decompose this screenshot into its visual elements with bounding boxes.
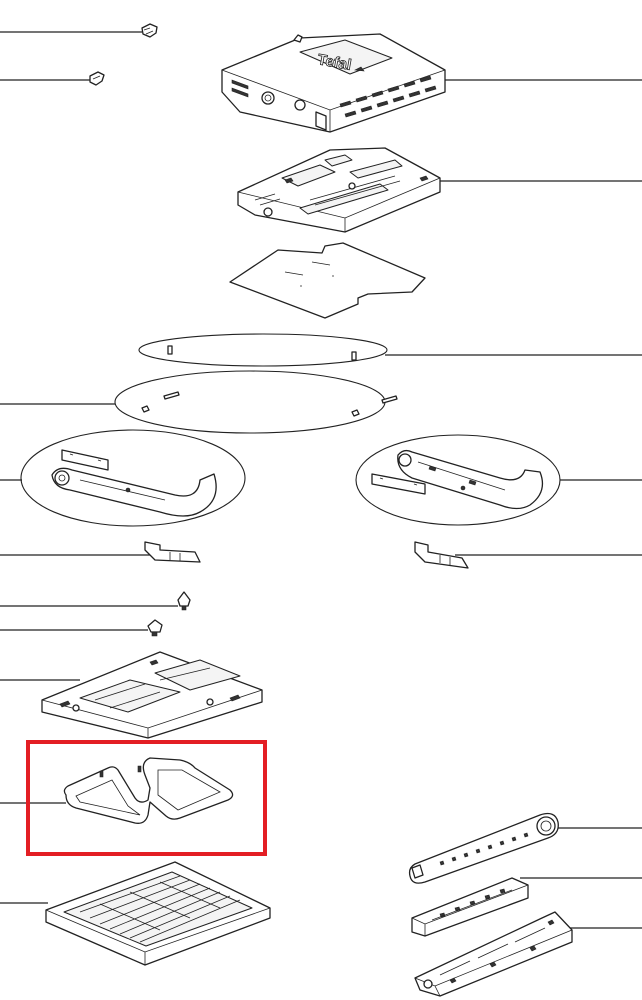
vent-slots-icon — [231, 75, 437, 118]
leader-lines-right — [385, 79, 642, 929]
clip-small-upper — [177, 591, 191, 611]
brand-logo: Tefal — [316, 51, 352, 74]
highlight-box — [26, 740, 267, 856]
bracket-left — [144, 541, 201, 563]
gasket-group — [138, 333, 388, 367]
base-housing — [414, 911, 573, 997]
screws-group — [114, 370, 398, 434]
control-board — [237, 147, 441, 233]
screw-part — [141, 23, 158, 38]
leader-lines-left — [0, 31, 178, 904]
hinge-left-group — [20, 429, 246, 527]
clip-part — [89, 71, 105, 86]
top-cover: Tefal — [221, 33, 446, 133]
hinge-right-group — [355, 434, 561, 526]
control-module — [411, 877, 529, 937]
upper-plate-frame — [41, 651, 263, 739]
clip-small-lower — [147, 619, 163, 637]
handle-bar — [408, 812, 559, 884]
grill-plate — [45, 861, 271, 966]
insulation-sheet — [229, 242, 426, 319]
bracket-right — [414, 541, 469, 569]
heating-element — [63, 757, 234, 824]
